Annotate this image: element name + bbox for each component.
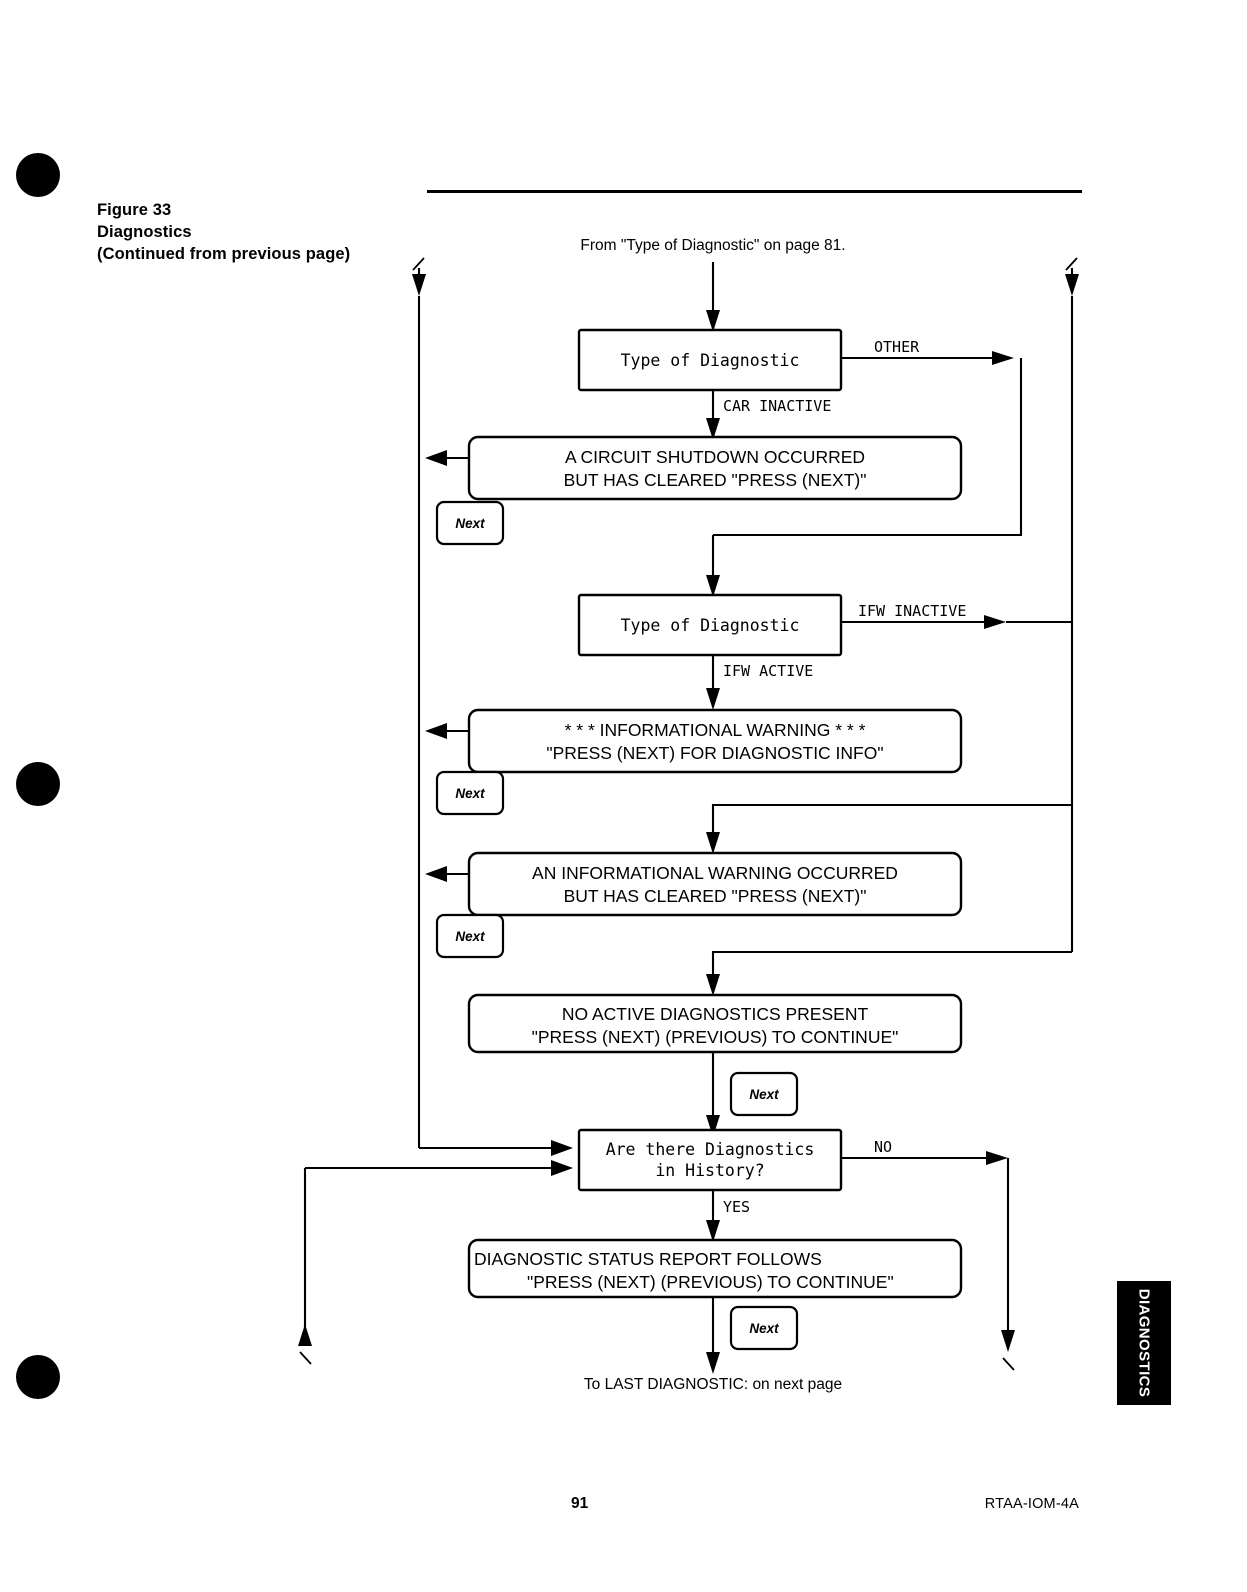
decision-3-label-line2: in History?	[655, 1161, 764, 1180]
decision-1-branch-car-inactive-label: CAR INACTIVE	[723, 397, 831, 415]
footer-page-number: 91	[571, 1495, 589, 1512]
key-next-3[interactable]: Next	[435, 913, 505, 959]
message-circuit-shutdown-cleared: A CIRCUIT SHUTDOWN OCCURRED BUT HAS CLEA…	[467, 435, 963, 501]
message-no-active-diagnostics: NO ACTIVE DIAGNOSTICS PRESENT "PRESS (NE…	[467, 993, 963, 1054]
message-4-line2: "PRESS (NEXT) (PREVIOUS) TO CONTINUE"	[532, 1027, 899, 1047]
connector-other-branch	[713, 351, 1023, 537]
message-3-line1: AN INFORMATIONAL WARNING OCCURRED	[532, 863, 898, 883]
connector-left-rail-top	[412, 257, 426, 1148]
connector-ifw-inactive-branch	[841, 615, 1072, 629]
decision-type-of-diagnostic-2[interactable]: Type of Diagnostic	[577, 593, 843, 657]
decision-type-of-diagnostic-1[interactable]: Type of Diagnostic	[577, 328, 843, 392]
connector-loop-rail-into-decision3	[298, 1160, 573, 1365]
message-1-line1: A CIRCUIT SHUTDOWN OCCURRED	[565, 447, 865, 467]
message-informational-warning-cleared: AN INFORMATIONAL WARNING OCCURRED BUT HA…	[467, 851, 963, 917]
key-next-4[interactable]: Next	[729, 1071, 799, 1117]
key-next-2[interactable]: Next	[435, 770, 505, 816]
decision-1-branch-other-label: OTHER	[874, 338, 920, 356]
connector-msg4-to-decision3	[706, 1051, 720, 1137]
message-2-line2: "PRESS (NEXT) FOR DIAGNOSTIC INFO"	[546, 743, 883, 763]
connector-yes-branch	[706, 1190, 720, 1242]
punch-hole-bottom	[16, 1355, 60, 1399]
connector-ifw-active	[706, 654, 720, 710]
entry-note: From "Type of Diagnostic" on page 81.	[580, 237, 845, 254]
footer-document-code: RTAA-IOM-4A	[984, 1496, 1079, 1512]
message-informational-warning-active: * * * INFORMATIONAL WARNING * * * "PRESS…	[467, 708, 963, 774]
punch-hole-middle	[16, 762, 60, 806]
message-4-line1: NO ACTIVE DIAGNOSTICS PRESENT	[562, 1004, 869, 1024]
connector-rejoin-to-msg4	[706, 950, 1072, 996]
key-next-5-label: Next	[749, 1321, 779, 1336]
header-rule	[427, 190, 1082, 193]
connector-rejoin-to-decision2	[706, 535, 720, 597]
connector-msg5-to-exit	[706, 1295, 720, 1374]
message-5-line2: "PRESS (NEXT) (PREVIOUS) TO CONTINUE"	[527, 1272, 894, 1292]
decision-3-label-line1: Are there Diagnostics	[606, 1140, 815, 1159]
decision-3-branch-no-label: NO	[874, 1138, 892, 1156]
decision-2-branch-ifw-inactive-label: IFW INACTIVE	[858, 602, 966, 620]
connector-msg1-to-left-rail	[425, 450, 469, 466]
decision-2-label: Type of Diagnostic	[621, 616, 800, 635]
decision-3-branch-yes-label: YES	[723, 1198, 750, 1216]
figure-caption: Figure 33 Diagnostics (Continued from pr…	[97, 200, 350, 265]
decision-diagnostics-in-history[interactable]: Are there Diagnostics in History?	[577, 1128, 843, 1192]
connector-right-rail-top	[1065, 257, 1079, 952]
key-next-1[interactable]: Next	[435, 500, 505, 546]
key-next-4-label: Next	[749, 1087, 779, 1102]
section-thumb-tab-label: DIAGNOSTICS	[1135, 1288, 1153, 1398]
connector-msg2-to-left-rail	[425, 723, 469, 739]
connector-rejoin-to-msg3	[706, 803, 1072, 854]
message-1-line2: BUT HAS CLEARED "PRESS (NEXT)"	[564, 470, 867, 490]
decision-1-label: Type of Diagnostic	[621, 351, 800, 370]
figure-number: Figure 33	[97, 201, 172, 219]
decision-2-branch-ifw-active-label: IFW ACTIVE	[723, 662, 813, 680]
exit-note: To LAST DIAGNOSTIC: on next page	[584, 1376, 842, 1393]
message-2-line1: * * * INFORMATIONAL WARNING * * *	[565, 720, 866, 740]
connector-left-rail-into-decision3	[419, 1140, 573, 1156]
punch-hole-top	[16, 153, 60, 197]
figure-title: Diagnostics	[97, 222, 192, 241]
connector-car-inactive	[706, 390, 720, 440]
message-3-line2: BUT HAS CLEARED "PRESS (NEXT)"	[564, 886, 867, 906]
section-thumb-tab: DIAGNOSTICS	[1117, 1281, 1171, 1405]
message-5-line1: DIAGNOSTIC STATUS REPORT FOLLOWS	[474, 1249, 822, 1269]
key-next-2-label: Next	[455, 786, 485, 801]
key-next-5[interactable]: Next	[729, 1305, 799, 1351]
connector-entry	[706, 262, 720, 332]
connector-msg3-to-left-rail	[425, 866, 469, 882]
figure-continuation-note: (Continued from previous page)	[97, 244, 351, 263]
message-diagnostic-status-report: DIAGNOSTIC STATUS REPORT FOLLOWS "PRESS …	[467, 1238, 963, 1299]
connector-no-branch	[841, 1151, 1015, 1371]
key-next-1-label: Next	[455, 516, 485, 531]
key-next-3-label: Next	[455, 929, 485, 944]
